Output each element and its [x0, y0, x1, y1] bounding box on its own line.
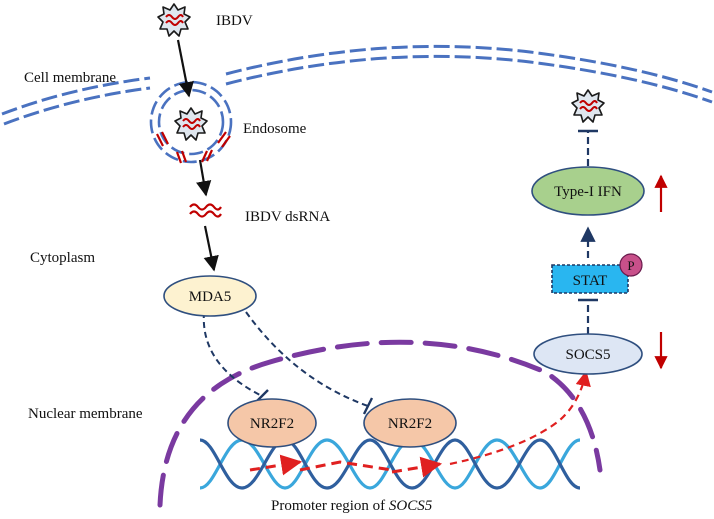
promoter-caption: Promoter region of SOCS5 — [271, 498, 433, 514]
stat-node: STAT — [551, 264, 629, 294]
type-i-ifn-label: Type-I IFN — [554, 184, 622, 200]
type-i-ifn-node: Type-I IFN — [531, 166, 645, 216]
promoter-activation-arrows — [249, 454, 443, 478]
dna-helix — [199, 438, 581, 490]
nr2f2-left-node: NR2F2 — [227, 398, 317, 448]
mda5-inhibition-lines — [202, 311, 369, 407]
endosome-disruption-marks — [156, 131, 231, 164]
nuclear-membrane-label: Nuclear membrane — [28, 406, 143, 422]
entry-arrows — [176, 39, 219, 272]
nr2f2-left-label: NR2F2 — [250, 416, 294, 432]
dsrna-icon — [189, 203, 222, 218]
socs5-node: SOCS5 — [533, 333, 643, 375]
ibdv-label: IBDV — [216, 13, 253, 29]
cell-membrane-right-outer — [225, 44, 713, 94]
stat-label: STAT — [573, 273, 608, 289]
endosome-label: Endosome — [243, 121, 307, 137]
ibdv-virion-icon — [157, 3, 191, 37]
inhibited-virion-icon — [571, 89, 605, 123]
cell-membrane-right-inner — [225, 54, 713, 104]
nr2f2-right-label: NR2F2 — [388, 416, 432, 432]
phospho-label: P — [627, 258, 634, 273]
phosphorylation-badge: P — [619, 253, 643, 277]
mda5-node: MDA5 — [163, 275, 257, 317]
dsrna-label: IBDV dsRNA — [245, 209, 330, 225]
cytoplasm-label: Cytoplasm — [30, 250, 95, 266]
endosome — [149, 80, 233, 164]
cascade-inhibition-bars — [578, 129, 598, 302]
nr2f2-right-node: NR2F2 — [363, 398, 457, 448]
cell-membrane — [1, 44, 713, 126]
cell-membrane-left-outer — [1, 76, 151, 116]
cell-membrane-label: Cell membrane — [24, 70, 116, 86]
socs5-induction-arrow — [449, 370, 591, 466]
mda5-label: MDA5 — [189, 289, 232, 305]
promoter-caption-prefix: Promoter region of — [271, 498, 389, 514]
socs5-label: SOCS5 — [565, 347, 610, 363]
nuclear-membrane — [157, 339, 603, 508]
promoter-caption-gene: SOCS5 — [389, 498, 433, 514]
cell-membrane-left-inner — [3, 86, 151, 126]
endosome-virion-icon — [174, 107, 208, 141]
dna-strand-dark — [199, 438, 581, 490]
